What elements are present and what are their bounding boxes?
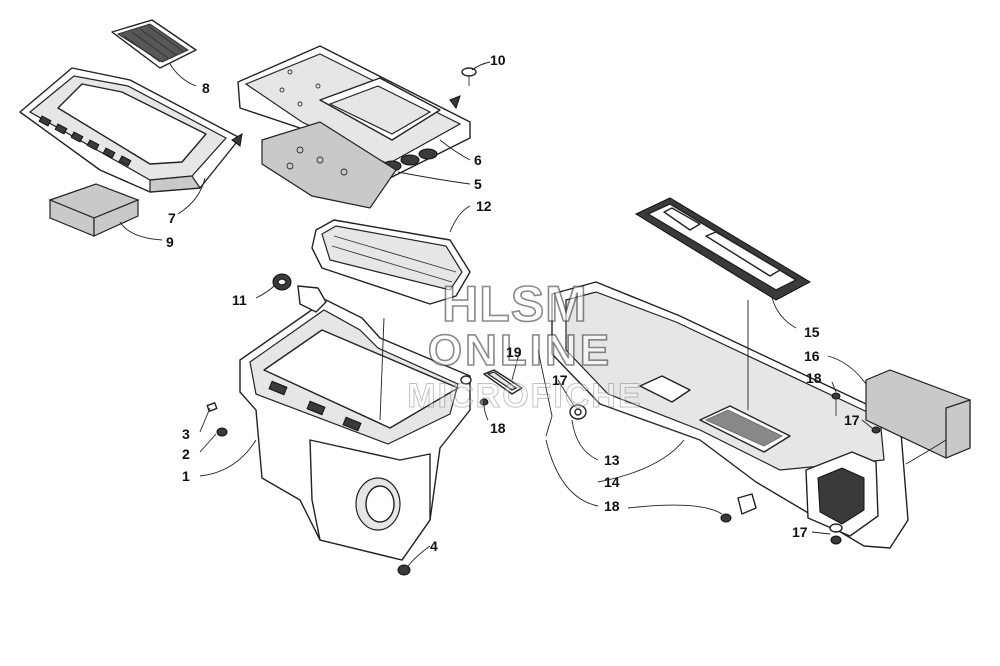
cover-slots [38,115,132,167]
part-18-screw-a [831,392,841,416]
callout-18-c: 18 [604,498,620,514]
part-17-nut-c [829,523,843,545]
callout-18-a: 18 [806,370,822,386]
callout-12: 12 [476,198,492,214]
callout-4: 4 [430,538,438,554]
part-8-filter-screen [111,19,197,69]
leader-lines [119,61,947,567]
callout-18-b: 18 [490,420,506,436]
part-9-foam-block [48,183,140,237]
callout-6: 6 [474,152,482,168]
part-19-bracket [483,369,523,395]
callout-17-c: 17 [792,524,808,540]
part-5-foam-gasket [261,121,397,209]
callout-7: 7 [168,210,176,226]
callout-1: 1 [182,468,190,484]
part-17-nut-a [574,408,582,416]
callout-14: 14 [604,474,620,490]
callout-2: 2 [182,446,190,462]
callout-9: 9 [166,234,174,250]
part-16-foam-pad [865,369,971,459]
part-17-nut-b [871,426,881,434]
callout-5: 5 [474,176,482,192]
housing-clips [268,380,362,432]
callout-17-a: 17 [552,372,568,388]
part-4-screw [397,564,411,576]
callout-17-b: 17 [844,412,860,428]
part-18-screw-c [720,493,757,523]
part-3-clip [206,402,218,412]
watermark-line-2: ONLINE [427,326,613,375]
callout-11: 11 [232,292,247,308]
part-15-gasket-frame [634,197,812,301]
callout-3: 3 [182,426,190,442]
part-2-screw [216,427,228,437]
watermark-line-3: MICROFICHE [407,377,643,415]
callout-16: 16 [804,348,820,364]
part-14-console-tray [551,281,909,549]
watermark-line-1: HLSM [441,276,588,332]
callout-10: 10 [490,52,506,68]
part-10-push-rivet [461,67,477,86]
callout-13: 13 [604,452,620,468]
part-6-airbox-lid [237,45,471,179]
callout-8: 8 [202,80,210,96]
part-1-airbox-housing [239,285,472,561]
callout-19: 19 [506,344,522,360]
part-12-air-filter [311,219,471,305]
part-7-top-cover [19,67,243,193]
part-11-grommet [272,273,292,291]
callout-15: 15 [804,324,820,340]
